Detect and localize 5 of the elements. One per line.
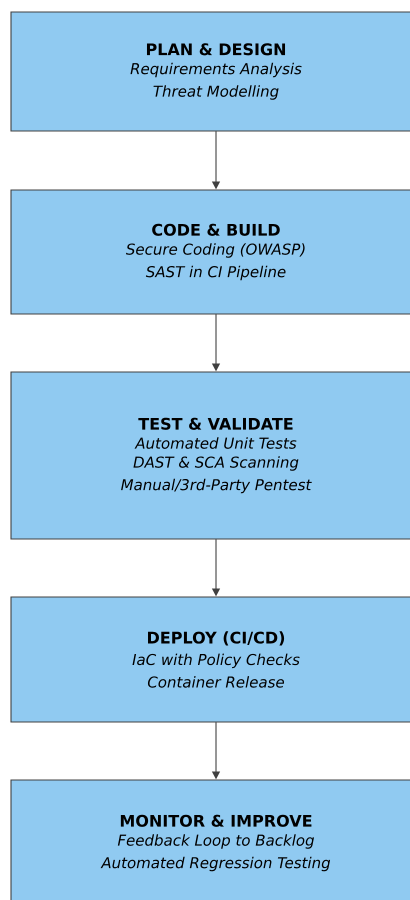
stage-box: DEPLOY (CI/CD) IaC with Policy Checks Container Release <box>10 596 410 723</box>
stage-box: PLAN & DESIGN Requirements Analysis Threat Modelling <box>10 11 410 132</box>
stage-box: TEST & VALIDATE Automated Unit Tests DAST & SCA Scanning Manual/3rd-Party Pentest <box>10 371 410 540</box>
stage-box: CODE & BUILD Secure Coding (OWASP) SAST in CI Pipeline <box>10 189 410 315</box>
stage-box: MONITOR & IMPROVE Feedback Loop to Backlog Automated Regression Testing <box>10 779 410 900</box>
